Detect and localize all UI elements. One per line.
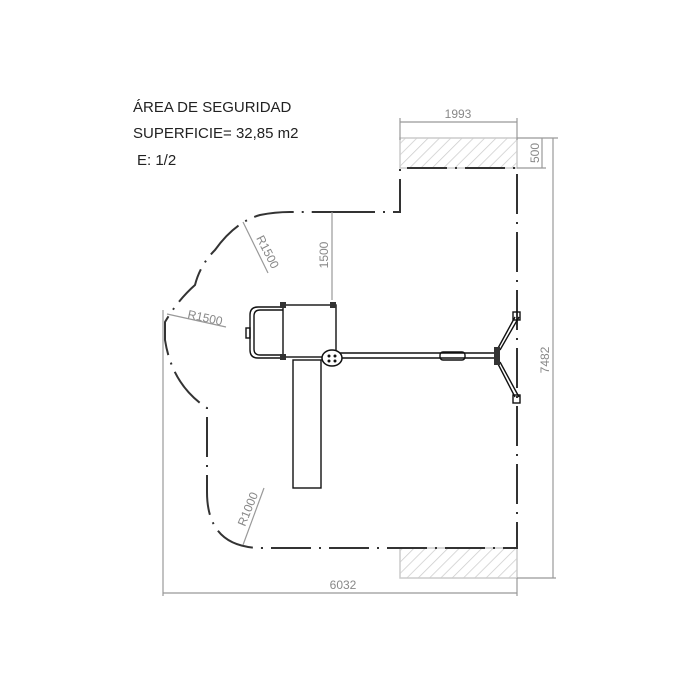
svg-text:R1500: R1500	[186, 307, 224, 328]
connector-hub	[321, 349, 343, 367]
svg-text:500: 500	[528, 143, 542, 163]
svg-text:1993: 1993	[445, 107, 472, 121]
safety-area-outline	[164, 167, 518, 549]
dimension-top-width: 1993	[399, 107, 518, 140]
radius-lower: R1000	[235, 487, 265, 546]
scale-note: E: 1/2	[137, 152, 176, 169]
swing-seat	[439, 351, 466, 361]
slide	[292, 359, 322, 489]
svg-text:7482: 7482	[538, 346, 552, 373]
playground-structure	[245, 302, 521, 489]
surface-note: SUPERFICIE= 32,85 m2	[133, 125, 298, 142]
svg-text:R1000: R1000	[235, 490, 261, 528]
dimension-total-height: 7482	[517, 138, 556, 579]
svg-text:1500: 1500	[317, 241, 331, 268]
svg-text:6032: 6032	[330, 578, 357, 592]
dimension-clearance: 1500	[317, 212, 333, 300]
title-note: ÁREA DE SEGURIDAD	[133, 99, 292, 116]
hatched-zone-top	[399, 137, 518, 169]
radius-left: R1500	[166, 307, 227, 328]
dimension-top-depth: 500	[517, 137, 558, 169]
hatched-zone-bottom	[399, 547, 518, 579]
dimension-total-width: 6032	[162, 310, 518, 596]
radius-upper: R1500	[242, 221, 282, 274]
